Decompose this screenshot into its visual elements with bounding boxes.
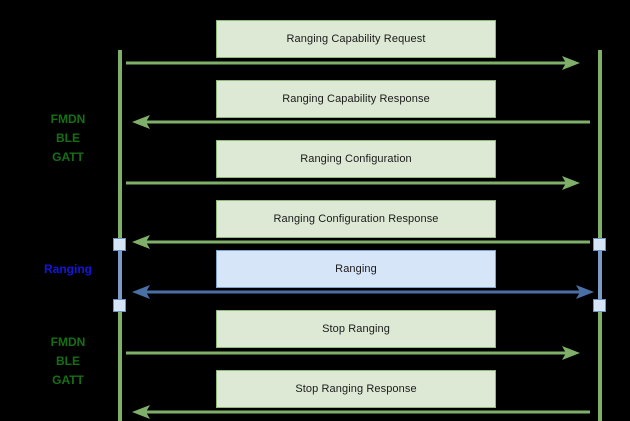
side-label-line: Ranging	[44, 262, 92, 276]
activation-handle-left-bottom[interactable]	[113, 299, 126, 312]
lifeline-left-upper	[118, 50, 122, 240]
lifeline-right-upper	[598, 50, 602, 240]
side-label-line: GATT	[52, 373, 84, 387]
activation-line-right	[598, 243, 602, 305]
message-arrow-ranging-configuration-response[interactable]	[132, 233, 594, 251]
message-box-ranging-configuration[interactable]: Ranging Configuration	[216, 140, 496, 178]
message-arrow-stop-ranging-response[interactable]	[132, 403, 594, 421]
side-label-line: GATT	[52, 150, 84, 164]
message-box-stop-ranging-response[interactable]: Stop Ranging Response	[216, 370, 496, 408]
side-label-line: BLE	[56, 131, 80, 145]
message-box-ranging[interactable]: Ranging	[216, 250, 496, 288]
side-label-phase-2: FMDN BLE GATT	[28, 333, 108, 390]
activation-handle-right-bottom[interactable]	[593, 299, 606, 312]
side-label-phase-ranging: Ranging	[28, 260, 108, 279]
side-label-line: FMDN	[50, 112, 86, 126]
message-arrow-ranging-bidirectional[interactable]	[132, 283, 594, 301]
lifeline-right-lower	[598, 305, 602, 421]
activation-line-left	[118, 243, 122, 305]
message-box-stop-ranging[interactable]: Stop Ranging	[216, 310, 496, 348]
side-label-line: FMDN	[50, 335, 86, 349]
message-arrow-ranging-configuration[interactable]	[118, 174, 580, 192]
activation-handle-right-top[interactable]	[593, 238, 606, 251]
message-arrow-ranging-capability-response[interactable]	[132, 113, 594, 131]
activation-handle-left-top[interactable]	[113, 238, 126, 251]
message-arrow-stop-ranging[interactable]	[118, 344, 580, 362]
message-box-ranging-capability-response[interactable]: Ranging Capability Response	[216, 80, 496, 118]
message-box-ranging-configuration-response[interactable]: Ranging Configuration Response	[216, 200, 496, 238]
side-label-phase-1: FMDN BLE GATT	[28, 110, 108, 167]
message-arrow-ranging-capability-request[interactable]	[118, 54, 580, 72]
message-box-ranging-capability-request[interactable]: Ranging Capability Request	[216, 20, 496, 58]
side-label-line: BLE	[56, 354, 80, 368]
lifeline-left-lower	[118, 305, 122, 421]
